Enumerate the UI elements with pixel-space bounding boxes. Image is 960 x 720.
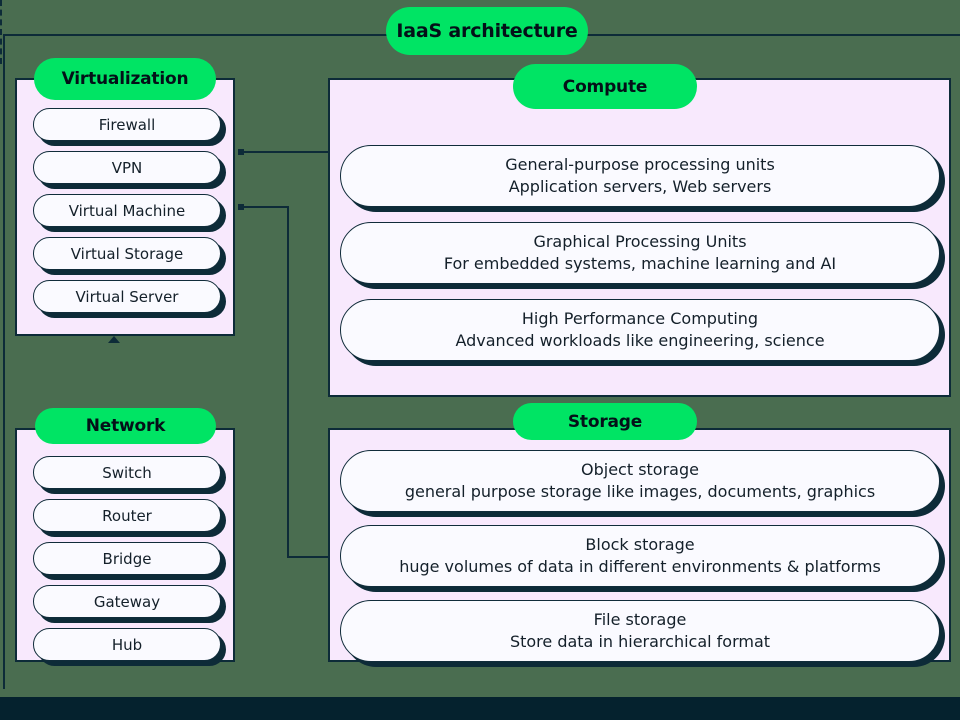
list-item[interactable]: Firewall — [33, 108, 221, 141]
connector-virtualization-to-storage-segment-3 — [287, 556, 339, 558]
list-item[interactable]: File storage Store data in hierarchical … — [340, 600, 940, 662]
card-primary-text: Graphical Processing Units — [533, 231, 747, 251]
card-primary-text: Object storage — [581, 459, 699, 479]
bottom-bar — [0, 697, 960, 720]
list-item[interactable]: Block storage huge volumes of data in di… — [340, 525, 940, 587]
list-item[interactable]: Object storage general purpose storage l… — [340, 450, 940, 512]
list-item[interactable]: Router — [33, 499, 221, 532]
list-item[interactable]: High Performance Computing Advanced work… — [340, 299, 940, 361]
card-secondary-text: For embedded systems, machine learning a… — [443, 254, 837, 273]
list-item[interactable]: VPN — [33, 151, 221, 184]
card-secondary-text: huge volumes of data in different enviro… — [399, 557, 881, 576]
connector-network-to-virtualization-arrow-icon — [108, 336, 120, 343]
connector-virtualization-to-compute-endpoint — [238, 149, 244, 155]
list-item[interactable]: Gateway — [33, 585, 221, 618]
group-panel-storage: Object storage general purpose storage l… — [328, 428, 951, 662]
list-item[interactable]: Bridge — [33, 542, 221, 575]
card-secondary-text: general purpose storage like images, doc… — [404, 482, 876, 501]
group-items-network: Switch Router Bridge Gateway Hub — [33, 456, 221, 661]
connector-virtualization-to-storage-segment-2 — [287, 206, 289, 558]
list-item[interactable]: Virtual Machine — [33, 194, 221, 227]
list-item[interactable]: General-purpose processing units Applica… — [340, 145, 940, 207]
diagram-title: IaaS architecture — [386, 7, 588, 55]
connector-virtualization-to-storage-segment-1 — [240, 206, 289, 208]
card-primary-text: File storage — [593, 609, 687, 629]
card-primary-text: Block storage — [585, 534, 695, 554]
connector-network-to-virtualization — [0, 0, 2, 64]
group-items-storage: Object storage general purpose storage l… — [340, 450, 940, 662]
connector-virtualization-to-compute — [240, 151, 340, 153]
group-items-compute: General-purpose processing units Applica… — [340, 145, 940, 361]
group-title-compute: Compute — [513, 64, 697, 109]
list-item[interactable]: Hub — [33, 628, 221, 661]
list-item[interactable]: Graphical Processing Units For embedded … — [340, 222, 940, 284]
connector-virtualization-to-storage-endpoint — [238, 204, 244, 210]
card-primary-text: Router — [102, 506, 152, 525]
card-primary-text: General-purpose processing units — [505, 154, 775, 174]
card-primary-text: Hub — [111, 635, 143, 654]
card-primary-text: Gateway — [93, 592, 161, 611]
card-primary-text: Virtual Machine — [68, 201, 186, 220]
card-primary-text: Virtual Storage — [70, 244, 184, 263]
card-primary-text: Firewall — [98, 115, 156, 134]
card-secondary-text: Advanced workloads like engineering, sci… — [455, 331, 825, 350]
group-title-storage: Storage — [513, 403, 697, 440]
group-items-virtualization: Firewall VPN Virtual Machine Virtual Sto… — [33, 108, 221, 313]
card-primary-text: Switch — [102, 463, 152, 482]
card-primary-text: VPN — [111, 158, 143, 177]
group-panel-virtualization: Firewall VPN Virtual Machine Virtual Sto… — [15, 78, 235, 336]
card-primary-text: High Performance Computing — [521, 308, 759, 328]
group-panel-network: Switch Router Bridge Gateway Hub — [15, 428, 235, 662]
card-secondary-text: Store data in hierarchical format — [509, 632, 771, 651]
list-item[interactable]: Virtual Storage — [33, 237, 221, 270]
diagram-outer-frame-top-right — [588, 34, 960, 36]
card-primary-text: Bridge — [102, 549, 152, 568]
list-item[interactable]: Switch — [33, 456, 221, 489]
card-secondary-text: Application servers, Web servers — [508, 177, 772, 196]
group-title-virtualization: Virtualization — [34, 58, 216, 100]
list-item[interactable]: Virtual Server — [33, 280, 221, 313]
card-primary-text: Virtual Server — [75, 287, 179, 306]
group-panel-compute: General-purpose processing units Applica… — [328, 78, 951, 397]
group-title-network: Network — [35, 408, 216, 444]
